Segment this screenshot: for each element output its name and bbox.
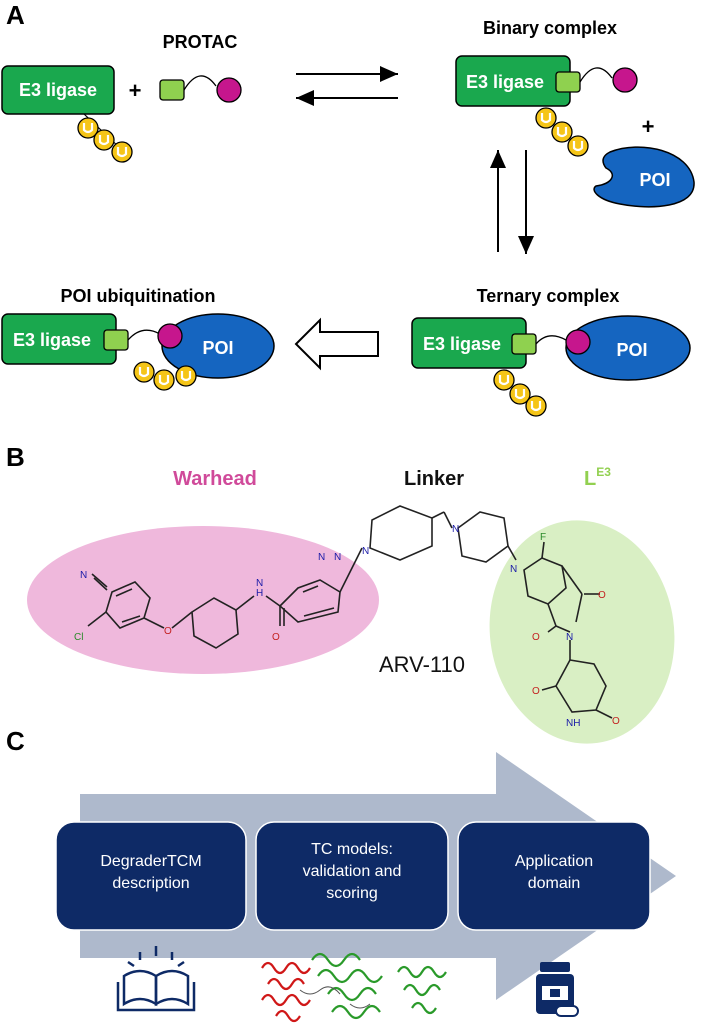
panel-a-label: A [6, 0, 25, 30]
linker-label: Linker [404, 468, 464, 490]
svg-text:O: O [272, 632, 280, 643]
equilibrium-arrows-vertical [490, 150, 534, 254]
svg-text:validation and: validation and [303, 863, 402, 880]
svg-text:description: description [112, 875, 189, 892]
binary-e3-label: E3 ligase [466, 72, 544, 92]
poi-ubiquitination-title: POI ubiquitination [61, 286, 216, 306]
svg-text:N: N [362, 546, 369, 557]
book-icon [116, 946, 196, 1012]
svg-text:N: N [566, 632, 573, 643]
protac-molecule [159, 75, 242, 103]
workflow-box-2: TC models: validation and scoring [255, 821, 449, 931]
le3-label: LE3 [584, 465, 611, 490]
svg-text:O: O [598, 590, 606, 601]
ubiquitin-chain [76, 113, 134, 164]
svg-text:Cl: Cl [74, 632, 83, 643]
svg-text:N: N [510, 564, 517, 575]
arv110-structure [87, 505, 613, 719]
svg-text:TC models:: TC models: [311, 841, 393, 858]
svg-text:domain: domain [528, 875, 580, 892]
plus-sign-1: + [129, 78, 142, 103]
ubiquitination-e3-label: E3 ligase [13, 330, 91, 350]
molecule-name: ARV-110 [379, 652, 465, 677]
poi-label-free: POI [639, 170, 670, 190]
e3-ligase-free: E3 ligase [1, 65, 134, 164]
workflow-box-1: DegraderTCM description [55, 821, 247, 931]
ternary-complex: POI E3 ligase [411, 315, 691, 418]
svg-text:DegraderTCM: DegraderTCM [100, 853, 201, 870]
ternary-e3-label: E3 ligase [423, 334, 501, 354]
svg-text:Application: Application [515, 853, 593, 870]
medicine-bottle-icon [536, 962, 579, 1017]
svg-text:O: O [612, 716, 620, 727]
panel-c-label: C [6, 726, 25, 756]
svg-text:F: F [540, 532, 546, 543]
panel-b-label: B [6, 442, 25, 472]
binary-complex-title: Binary complex [483, 18, 617, 38]
svg-text:N: N [80, 570, 87, 581]
svg-text:H: H [256, 588, 263, 599]
warhead-region [27, 526, 379, 674]
svg-text:N: N [334, 552, 341, 563]
poi-label-ubiquitinated: POI [202, 338, 233, 358]
svg-text:scoring: scoring [326, 885, 378, 902]
plus-sign-2: + [642, 114, 655, 139]
protac-title: PROTAC [163, 32, 238, 52]
workflow-box-3: Application domain [457, 821, 651, 931]
svg-text:O: O [532, 632, 540, 643]
poi-label-ternary: POI [616, 340, 647, 360]
protein-structure-icon [261, 952, 447, 1023]
e3-ligase-label: E3 ligase [19, 80, 97, 100]
poi-free: POI [593, 146, 695, 208]
le3-region [489, 520, 675, 744]
atom-labels: N Cl O N H O N N N N N F O O N O NH O [74, 524, 620, 729]
svg-text:N: N [256, 578, 263, 589]
svg-text:N: N [318, 552, 325, 563]
svg-text:NH: NH [566, 718, 580, 729]
binary-complex: E3 ligase [455, 55, 638, 158]
svg-text:O: O [532, 686, 540, 697]
poi-ubiquitination-complex: POI E3 ligase [1, 313, 275, 392]
equilibrium-arrows-horizontal [296, 66, 398, 106]
ternary-complex-title: Ternary complex [477, 286, 620, 306]
svg-text:N: N [452, 524, 459, 535]
svg-text:O: O [164, 626, 172, 637]
hollow-arrow-left [294, 317, 379, 371]
warhead-label: Warhead [173, 468, 257, 490]
